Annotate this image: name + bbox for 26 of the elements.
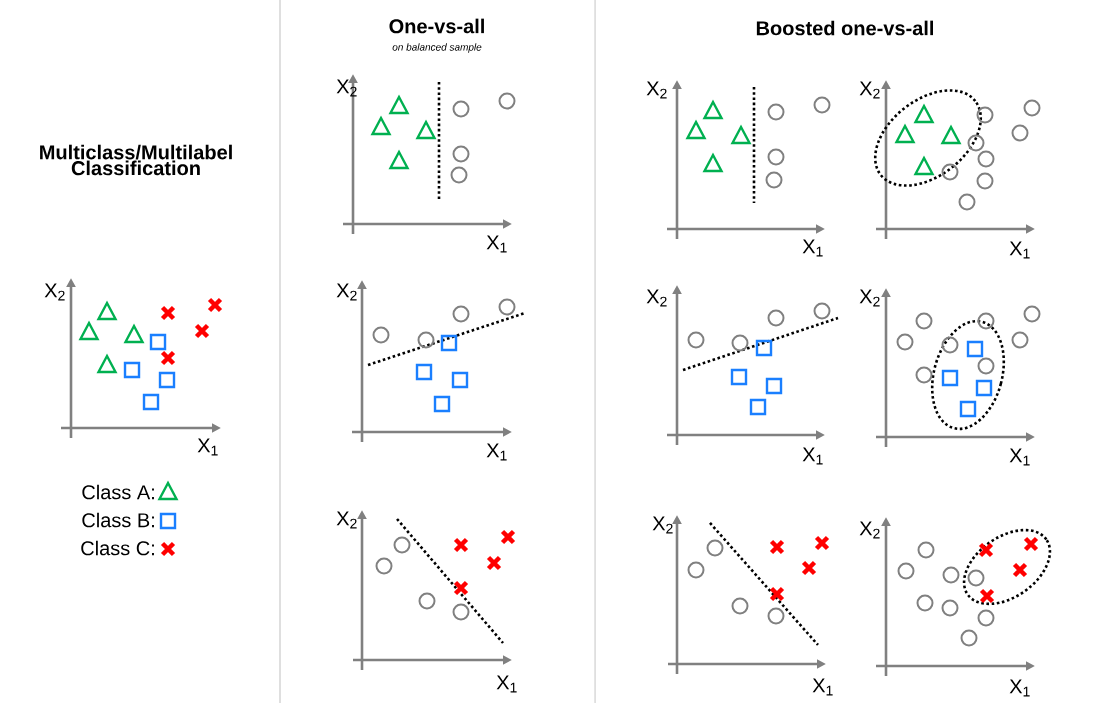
axis-label: X$_{1}$ — [496, 675, 517, 693]
axis-label: X$_{2}$ — [336, 511, 357, 529]
column-heading: Multiclass/Multilabel Classification — [40, 144, 232, 176]
subheading: on balanced sample — [392, 43, 482, 53]
axis-label: X$_{2}$ — [859, 289, 880, 307]
axis-label: X$_{1}$ — [1009, 241, 1030, 259]
axis-label: X$_{2}$ — [336, 79, 357, 97]
axis-label: X$_{1}$ — [486, 443, 507, 461]
axis-label: X$_{1}$ — [1009, 448, 1030, 466]
axis-label: X$_{1}$ — [1009, 679, 1030, 697]
axis-label: X$_{2}$ — [859, 81, 880, 99]
axis-label: X$_{2}$ — [859, 521, 880, 539]
column-heading: One-vs-all — [389, 18, 484, 34]
axis-label: X$_{2}$ — [646, 289, 667, 307]
column-heading: Boosted one-vs-all — [756, 20, 933, 36]
axis-label: X$_{1}$ — [802, 447, 823, 465]
axis-label: X$_{1}$ — [812, 678, 833, 696]
legend-item: Class C: — [81, 540, 176, 557]
axis-label: X$_{1}$ — [197, 438, 218, 456]
axis-label: X$_{2}$ — [336, 283, 357, 301]
axis-label: X$_{2}$ — [652, 516, 673, 534]
axis-label: X$_{1}$ — [486, 235, 507, 253]
axis-label: X$_{2}$ — [44, 283, 65, 301]
legend-item: Class B: — [82, 512, 177, 530]
axis-label: X$_{2}$ — [646, 81, 667, 99]
axis-label: X$_{1}$ — [802, 239, 823, 257]
